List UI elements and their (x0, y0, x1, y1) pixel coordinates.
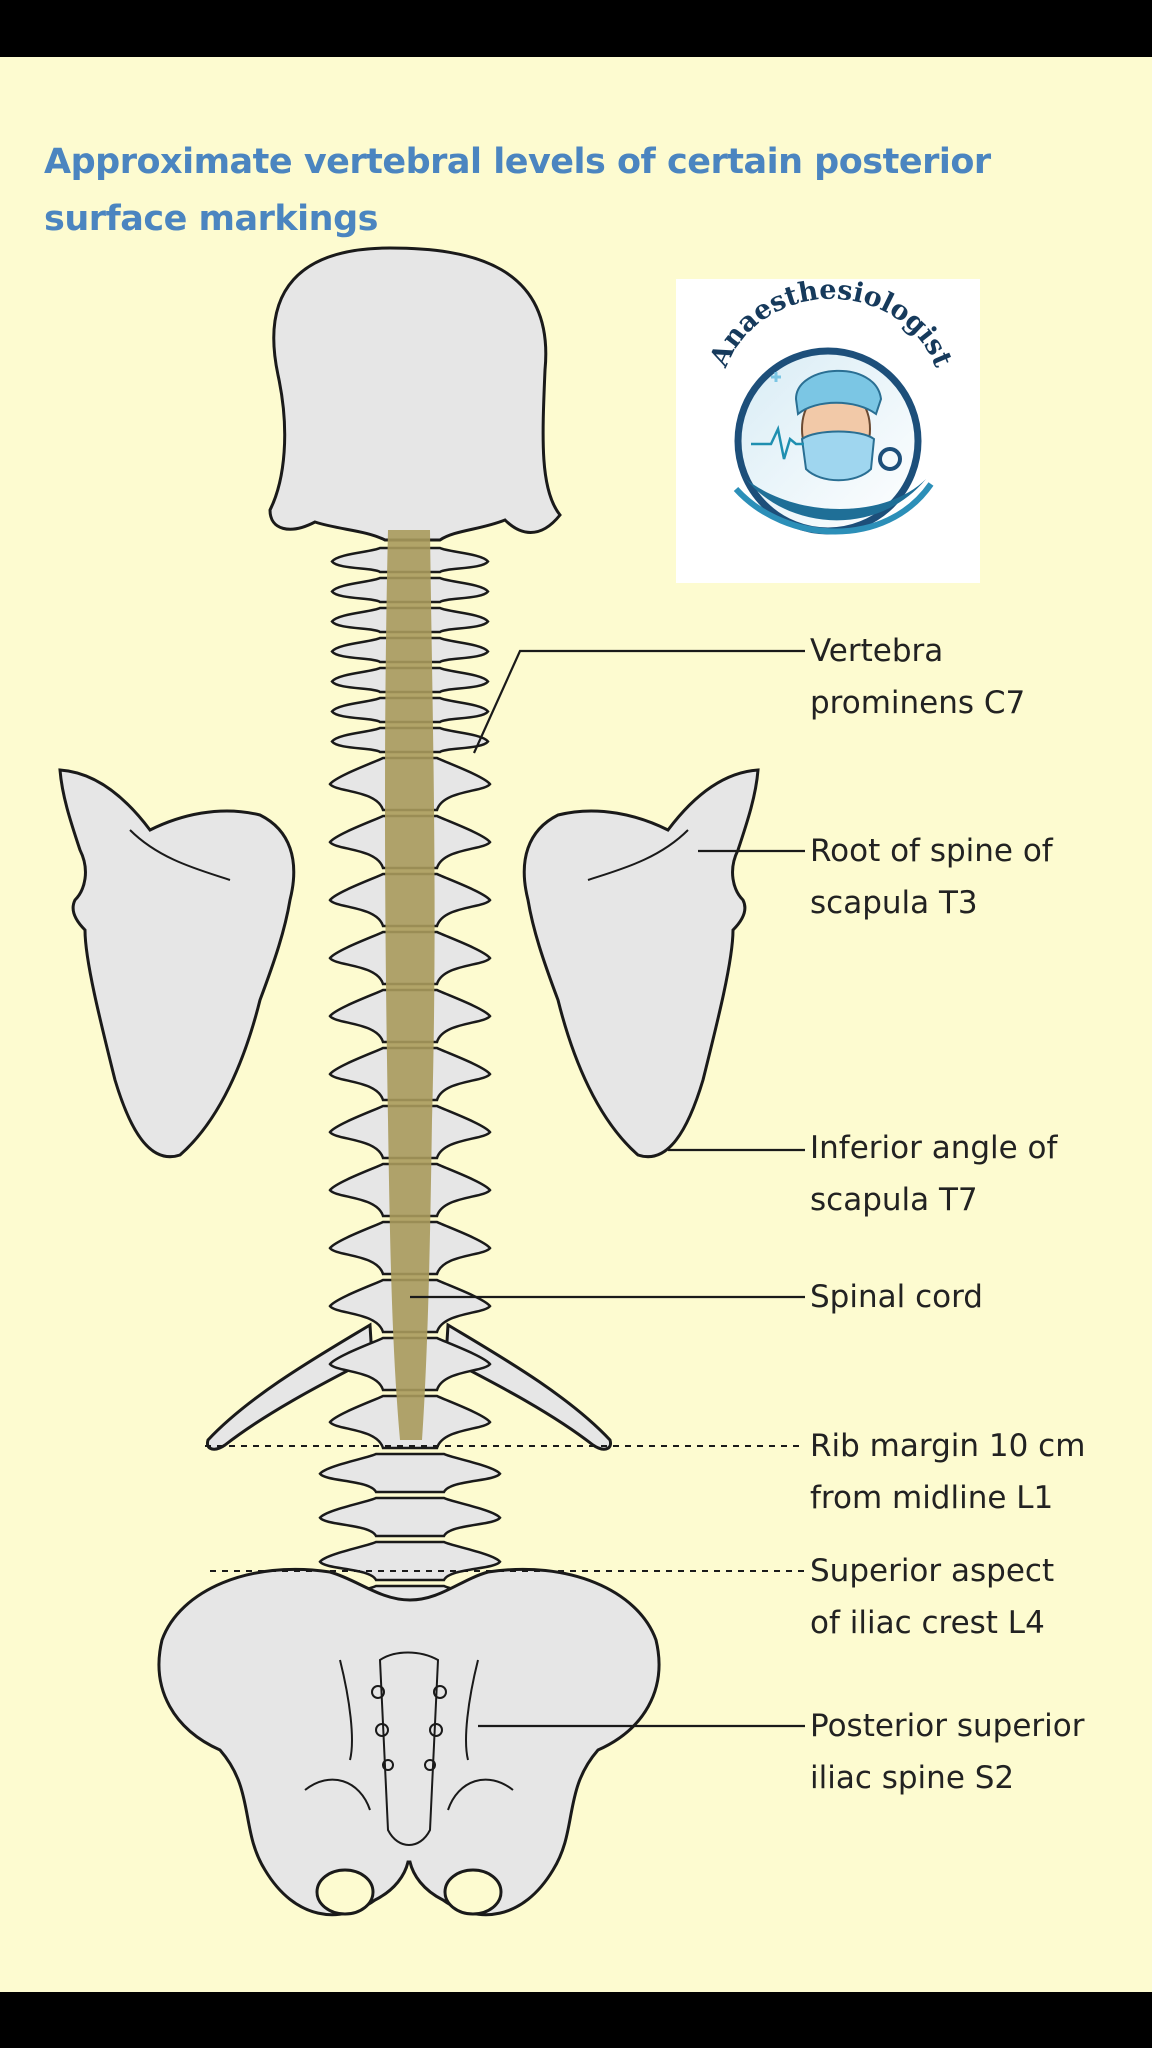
label-root-of-spine-scapula: Root of spine of scapula T3 (810, 833, 1053, 921)
plus-icon (771, 372, 781, 382)
right-scapula (522, 768, 760, 1159)
diagram-title-line-1: Approximate vertebral levels of certain … (44, 142, 991, 182)
stethoscope-icon (878, 447, 902, 471)
surgical-cap-icon (794, 369, 883, 416)
leader-line-c7 (472, 649, 805, 754)
vertebra (318, 1540, 502, 1582)
label-psis: Posterior superior iliac spine S2 (810, 1708, 1085, 1796)
mask-icon (800, 430, 876, 482)
top-black-bar (0, 0, 1152, 57)
label-rib-margin: Rib margin 10 cm from midline L1 (810, 1428, 1086, 1516)
right-rib (444, 1322, 613, 1451)
spine-diagram (58, 246, 805, 1917)
left-scapula (58, 768, 296, 1159)
diagram-canvas: Approximate vertebral levels of certain … (0, 57, 1152, 1992)
anaesthesiologist-logo: Anaesthesiologist (676, 275, 980, 583)
heartbeat-icon (751, 425, 804, 460)
label-iliac-crest: Superior aspect of iliac crest L4 (810, 1553, 1055, 1641)
label-spinal-cord: Spinal cord (810, 1279, 983, 1315)
left-rib (205, 1322, 374, 1451)
diagram-title-line-2: surface markings (44, 199, 378, 239)
label-vertebra-prominens: Vertebra prominens C7 (810, 633, 1026, 721)
vertebra (318, 1496, 502, 1538)
skull (268, 246, 562, 542)
vertebra (318, 1452, 502, 1494)
bottom-black-bar (0, 1992, 1152, 2048)
spinal-cord (385, 530, 435, 1440)
label-inferior-angle-scapula: Inferior angle of scapula T7 (810, 1130, 1058, 1218)
